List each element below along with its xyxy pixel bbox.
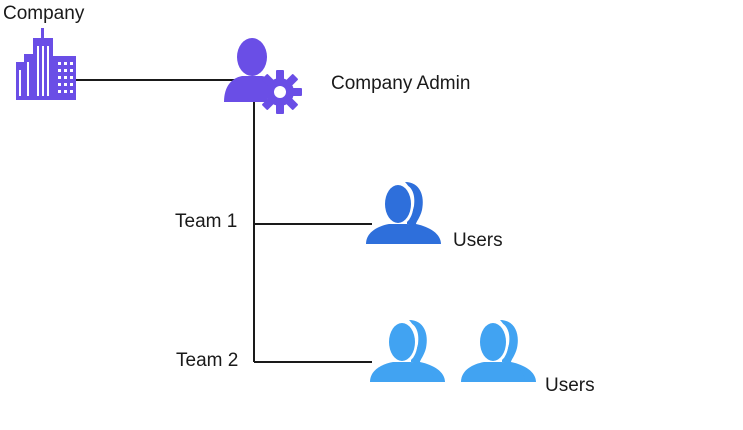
connectors (76, 79, 372, 363)
user-gear-icon (224, 38, 302, 114)
users-group-icon (366, 182, 441, 244)
users2-label: Users (545, 375, 595, 396)
company-label: Company (3, 3, 85, 24)
team2-label: Team 2 (176, 350, 239, 371)
users-group-icon (461, 320, 536, 382)
users1-label: Users (453, 230, 503, 251)
building-icon (16, 28, 76, 100)
team1-label: Team 1 (175, 211, 238, 232)
company-admin-label: Company Admin (331, 73, 471, 94)
users-group-icon (370, 320, 445, 382)
